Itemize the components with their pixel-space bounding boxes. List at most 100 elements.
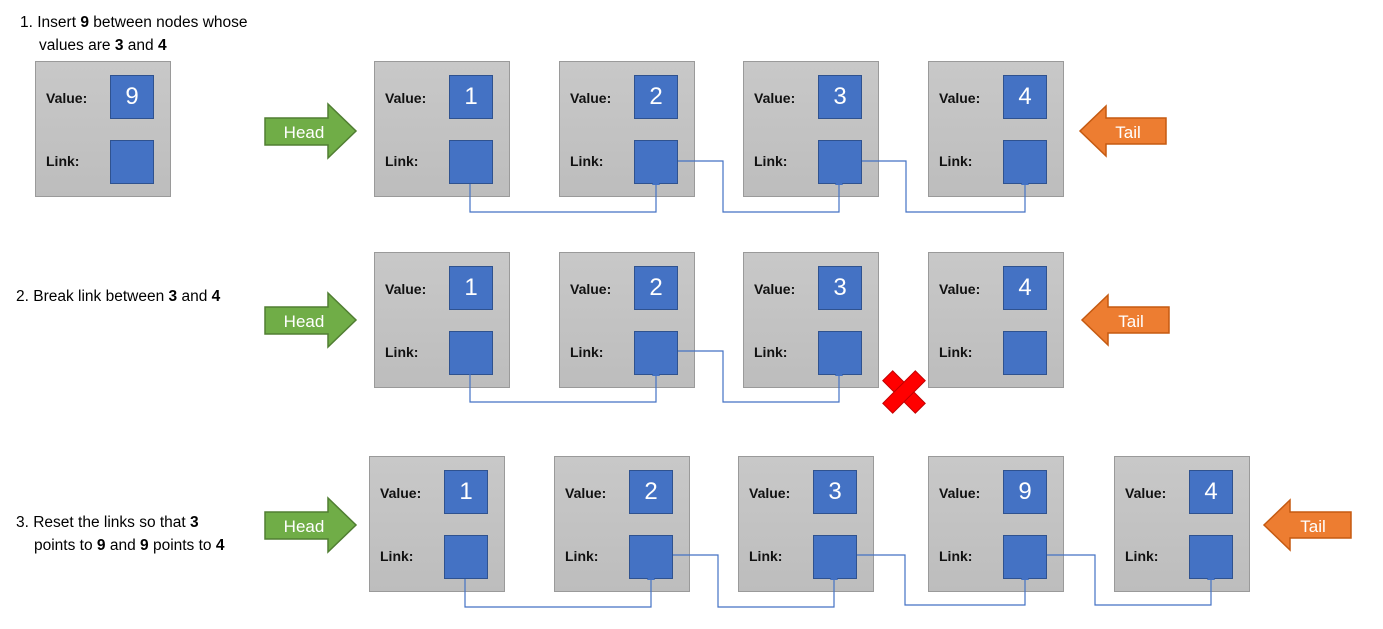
value-box: 2 <box>634 266 678 310</box>
link-1-to-2 <box>469 177 660 213</box>
value-label: Value: <box>385 281 427 297</box>
link-box <box>1003 140 1047 184</box>
caption-segment: 2. Break link between <box>16 288 169 305</box>
caption-segment: 9 <box>80 14 89 31</box>
tail-arrow: Tail <box>1080 293 1170 347</box>
link-label: Link: <box>939 153 973 169</box>
head-label: Head <box>284 312 325 331</box>
value-label: Value: <box>385 90 427 106</box>
value-box: 3 <box>813 470 857 514</box>
link-box <box>634 140 678 184</box>
value-box: 3 <box>818 266 862 310</box>
caption-segment: 4 <box>157 37 167 54</box>
step-3-caption: 3. Reset the links so that 3 points to 9… <box>16 511 224 557</box>
link-label: Link: <box>939 548 973 564</box>
value-label: Value: <box>754 281 796 297</box>
link-box <box>110 140 154 184</box>
link-3-to-9 <box>857 554 1029 606</box>
head-arrow: Head <box>264 102 358 160</box>
row2-node-4: Value: 4 Link: <box>928 252 1064 388</box>
caption-segment: points to <box>148 537 216 554</box>
link-label: Link: <box>380 548 414 564</box>
row2-links <box>469 350 843 403</box>
step-3-caption-line-2: points to 9 and 9 points to 4 <box>16 534 224 557</box>
step-3-caption-line-1: 3. Reset the links so that 3 <box>16 511 224 534</box>
link-box <box>818 140 862 184</box>
value-box: 1 <box>449 266 493 310</box>
tail-label: Tail <box>1118 312 1144 331</box>
step-1-caption-line-2: values are 3 and 4 <box>20 34 248 57</box>
red-x-icon <box>882 370 926 414</box>
row2-node-2: Value: 2 Link: <box>559 252 695 388</box>
value-label: Value: <box>754 90 796 106</box>
head-arrow: Head <box>264 291 358 349</box>
link-9-to-4 <box>1047 554 1215 606</box>
link-label: Link: <box>570 153 604 169</box>
tail-arrow: Tail <box>1262 498 1352 552</box>
link-box <box>629 535 673 579</box>
link-label: Link: <box>385 344 419 360</box>
caption-segment: 9 <box>140 537 149 554</box>
link-1-to-2 <box>469 368 660 403</box>
caption-segment: 3. Reset the links so that <box>16 514 191 531</box>
link-2-to-3 <box>678 350 843 403</box>
new-node: Value: 9 Link: <box>35 61 171 197</box>
caption-segment: 4 <box>215 537 225 554</box>
row3-links <box>464 554 1215 608</box>
step-2-caption: 2. Break link between 3 and 4 <box>16 285 220 308</box>
row2-node-3: Value: 3 Link: <box>743 252 879 388</box>
head-label: Head <box>284 517 325 536</box>
head-label: Head <box>284 123 325 142</box>
caption-segment: 1. Insert <box>20 14 81 31</box>
row1-node-3: Value: 3 Link: <box>743 61 879 197</box>
row1-node-1: Value: 1 Link: <box>374 61 510 197</box>
value-box: 4 <box>1189 470 1233 514</box>
value-label: Value: <box>1125 485 1167 501</box>
head-arrow: Head <box>264 496 358 554</box>
value-label: Value: <box>749 485 791 501</box>
link-label: Link: <box>754 344 788 360</box>
step-2-caption-line-1: 2. Break link between 3 and 4 <box>16 285 220 308</box>
link-label: Link: <box>939 344 973 360</box>
caption-segment: and <box>123 37 158 54</box>
row1-node-2: Value: 2 Link: <box>559 61 695 197</box>
value-label: Value: <box>46 90 88 106</box>
row2-node-1: Value: 1 Link: <box>374 252 510 388</box>
link-box <box>444 535 488 579</box>
value-box: 2 <box>629 470 673 514</box>
caption-segment: and <box>105 537 141 554</box>
link-label: Link: <box>46 153 80 169</box>
link-box <box>449 331 493 375</box>
link-2-to-3 <box>673 554 838 608</box>
value-box: 4 <box>1003 75 1047 119</box>
row3-node-2: Value: 2 Link: <box>554 456 690 592</box>
value-label: Value: <box>939 485 981 501</box>
link-label: Link: <box>749 548 783 564</box>
link-2-to-3 <box>678 160 843 213</box>
link-box <box>813 535 857 579</box>
value-label: Value: <box>939 90 981 106</box>
value-label: Value: <box>570 281 612 297</box>
link-box <box>1189 535 1233 579</box>
tail-label: Tail <box>1115 123 1141 142</box>
caption-segment: 9 <box>96 537 106 554</box>
tail-arrow: Tail <box>1078 104 1167 158</box>
caption-segment: 3 <box>190 514 199 531</box>
link-label: Link: <box>754 153 788 169</box>
caption-segment: between nodes whose <box>88 14 248 31</box>
step-1-caption-line-1: 1. Insert 9 between nodes whose <box>20 11 248 34</box>
row3-node-3: Value: 3 Link: <box>738 456 874 592</box>
caption-segment: values are <box>39 37 115 54</box>
link-box <box>449 140 493 184</box>
value-box: 2 <box>634 75 678 119</box>
caption-segment: 3 <box>168 288 178 305</box>
link-box <box>1003 331 1047 375</box>
link-label: Link: <box>565 548 599 564</box>
value-label: Value: <box>565 485 607 501</box>
link-label: Link: <box>570 344 604 360</box>
value-label: Value: <box>380 485 422 501</box>
link-3-to-4 <box>862 160 1029 213</box>
value-label: Value: <box>939 281 981 297</box>
caption-segment: 3 <box>114 37 124 54</box>
